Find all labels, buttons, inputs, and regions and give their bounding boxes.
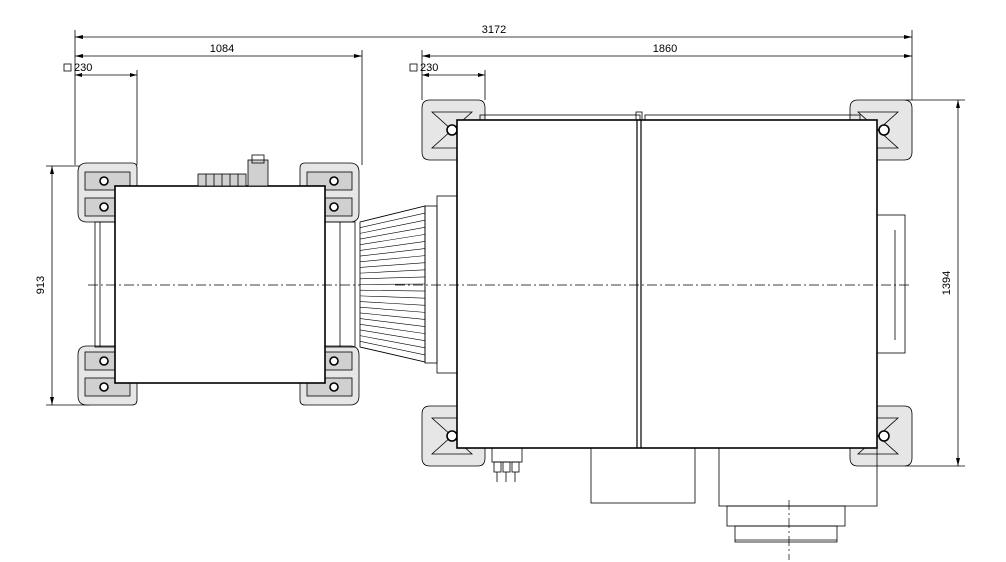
- dimension-right-foot: 230: [409, 62, 486, 100]
- connector-fin-line: [359, 241, 426, 251]
- dimension-left-foot-label: 230: [74, 62, 92, 74]
- square-symbol-icon: [409, 63, 418, 72]
- connector-fin-line: [359, 248, 426, 257]
- left-unit-body: [114, 185, 326, 384]
- left-unit-foot-top-left: [77, 162, 138, 223]
- dimension-overall-label: 3172: [482, 24, 506, 36]
- dimension-left-foot: 230: [63, 62, 138, 165]
- dimension-right-depth-label: 1394: [941, 271, 953, 295]
- connector-fin-line: [359, 262, 426, 268]
- connector-fin-line: [359, 301, 426, 306]
- left-unit: [77, 154, 360, 406]
- connector-fin-line: [359, 276, 426, 280]
- right-unit-side-outlet: [876, 214, 906, 354]
- connector-fin-line: [359, 318, 426, 327]
- right-unit-bottom-flange: [726, 505, 846, 527]
- connector-fin-line: [359, 312, 426, 320]
- connector-fin-line: [359, 295, 426, 299]
- flexible-connector: [359, 195, 458, 374]
- connector-fin-line: [359, 289, 426, 292]
- dimension-right-foot-label: 230: [420, 62, 438, 74]
- left-unit-terminal-block: [197, 154, 269, 187]
- right-unit: [395, 99, 913, 560]
- right-unit-body: [456, 119, 878, 449]
- dimension-left-width-label: 1084: [210, 43, 234, 55]
- dimension-right-depth: 1394: [905, 99, 965, 467]
- right-unit-top-fittings: [479, 114, 861, 121]
- right-unit-bottom-box: [590, 447, 696, 504]
- square-symbol-icon: [63, 63, 72, 72]
- connector-fin-line: [359, 205, 426, 223]
- connector-fin-line: [359, 306, 426, 313]
- connector-fin-line: [359, 269, 426, 274]
- left-unit-side-panel: [94, 221, 116, 348]
- dimension-left-depth-label: 913: [35, 276, 47, 294]
- dimension-right-width: 1860: [421, 43, 912, 100]
- dimension-left-depth: 913: [35, 165, 90, 406]
- flexible-connector-fins: [359, 205, 426, 363]
- connector-fin-line: [359, 212, 426, 228]
- connector-fin-line: [359, 323, 426, 334]
- connector-fin-line: [359, 283, 426, 285]
- connector-fin-line: [359, 346, 426, 363]
- connector-fin-line: [359, 341, 426, 356]
- connector-fin-line: [359, 234, 426, 246]
- right-unit-bottom-connectors: [491, 447, 523, 482]
- connector-fin-line: [359, 329, 426, 342]
- dimension-right-width-label: 1860: [653, 43, 677, 55]
- connector-fin-line: [359, 226, 426, 240]
- dimension-left-width: 1084: [75, 43, 363, 165]
- connector-fin-line: [359, 255, 426, 263]
- connector-fin-line: [359, 219, 426, 234]
- dimension-overall: 3172: [74, 24, 913, 165]
- connector-fin-line: [359, 335, 426, 349]
